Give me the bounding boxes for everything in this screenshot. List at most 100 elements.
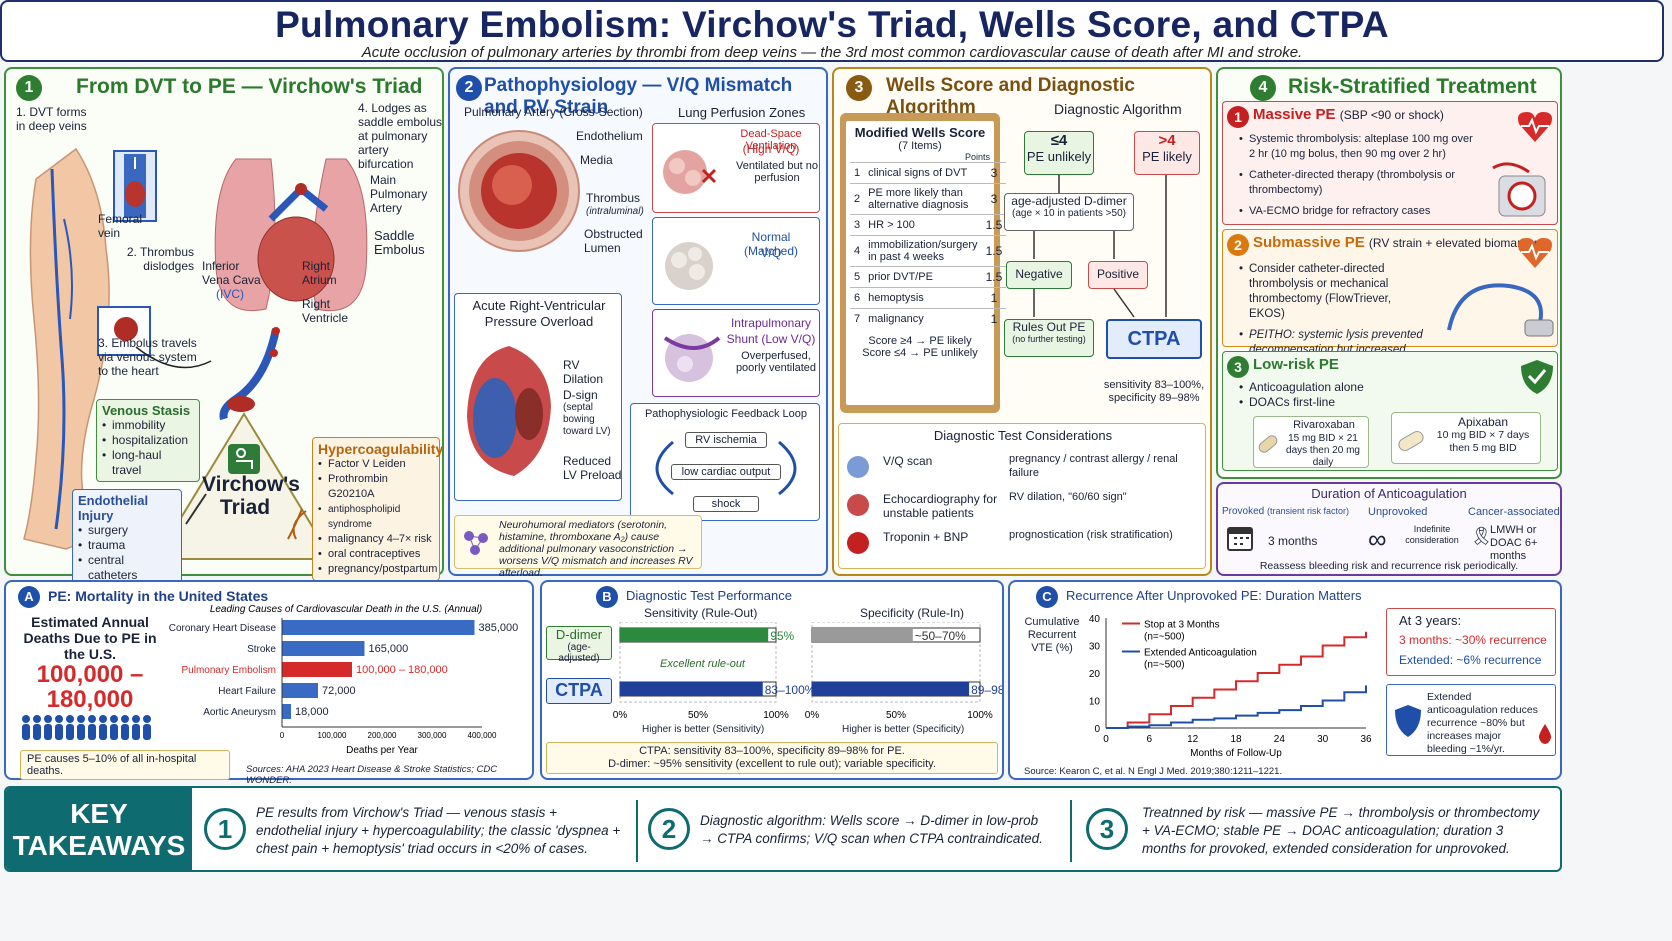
list-item: Prothrombin G20210A bbox=[318, 472, 434, 502]
item-points: 1 bbox=[981, 308, 1007, 329]
infinity-icon: ∞ bbox=[1368, 524, 1387, 554]
in-hospital-note: PE causes 5–10% of all in-hospital death… bbox=[20, 750, 230, 780]
value-label: 89–98% bbox=[971, 683, 1002, 697]
legend-sub: (n=~500) bbox=[1144, 660, 1185, 671]
tick-label: 0 bbox=[280, 731, 285, 740]
page-title: Pulmonary Embolism: Virchow's Triad, Wel… bbox=[275, 4, 1389, 45]
higher-better-sens: Higher is better (Sensitivity) bbox=[642, 724, 765, 735]
wells-card-sub: (7 Items) bbox=[898, 140, 942, 152]
massive-title: Massive PE (SBP <90 or shock) bbox=[1253, 106, 1444, 123]
value-label: 83–100% bbox=[765, 683, 816, 697]
submassive-title-text: Submassive PE bbox=[1253, 234, 1365, 251]
wells-le4-sub: PE unlikely bbox=[1026, 149, 1092, 164]
panel-virchow: 1 From DVT to PE — Virchow's Triad 1. DV… bbox=[4, 67, 444, 587]
ddimer-sub: (age-adjusted) bbox=[558, 642, 600, 664]
item-number: 3 bbox=[850, 214, 865, 236]
endothelium-label: Endothelium bbox=[576, 129, 643, 143]
test-detail: pregnancy / contrast allergy / renal fai… bbox=[1009, 453, 1178, 479]
provoked-title: Provoked (transient risk factor) bbox=[1222, 506, 1349, 517]
test-detail: prognostication (risk stratification) bbox=[1009, 529, 1173, 541]
item-number: 5 bbox=[850, 266, 865, 288]
three-year-box: At 3 years: 3 months: ~30% recurrence Ex… bbox=[1386, 608, 1556, 676]
feedback-loop-box: Pathophysiologic Feedback Loop RV ischem… bbox=[630, 403, 820, 521]
value-label: ~50–70% bbox=[915, 629, 966, 643]
shield-check-icon bbox=[1521, 360, 1553, 394]
hypercoagulability-list: Factor V Leiden Prothrombin G20210A anti… bbox=[318, 457, 437, 577]
zone-normal: Normal (Matched) V/Q bbox=[652, 217, 820, 305]
pa-title: Pulmonary Artery (Cross-Section) bbox=[464, 105, 643, 119]
negative-box: Negative bbox=[1006, 261, 1072, 289]
person-icon bbox=[22, 715, 30, 740]
ddimer-sub: (age × 10 in patients >50) bbox=[1012, 208, 1126, 219]
tick-label: 0 bbox=[1103, 734, 1109, 745]
cancer-value: LMWH or DOAC 6+ months bbox=[1490, 524, 1538, 562]
takeaway-number: 3 bbox=[1086, 808, 1128, 850]
item-points: 1 bbox=[981, 287, 1007, 309]
item-points: 1.5 bbox=[981, 235, 1007, 267]
extended-label: Extended: bbox=[1399, 653, 1454, 667]
endothelial-injury-title: Endothelial Injury bbox=[78, 493, 149, 523]
massive-number-icon: 1 bbox=[1227, 106, 1249, 128]
obstructed-lumen-label: Obstructed Lumen bbox=[584, 227, 643, 255]
legend-label: Extended Anticoagulation bbox=[1144, 648, 1257, 659]
panel-number: 3 bbox=[846, 75, 872, 101]
higher-better-spec: Higher is better (Specificity) bbox=[842, 724, 965, 735]
venous-stasis-list: immobility hospitalization long-haul tra… bbox=[102, 418, 194, 478]
tick-label: 20 bbox=[1089, 669, 1101, 680]
extended-note-box: Extended anticoagulation reduces recurre… bbox=[1386, 684, 1556, 756]
takeaway-text: Treatnned by risk — massive PE → thrombo… bbox=[1142, 805, 1540, 856]
rivaroxaban-dose: 15 mg BID × 21 days then 20 mg daily bbox=[1286, 433, 1360, 468]
test-icon bbox=[847, 494, 869, 516]
wells-card-title: Modified Wells Score bbox=[854, 125, 986, 140]
neurohumoral-text: Neurohumoral mediators (serotonin, hista… bbox=[499, 519, 693, 579]
pa-sub-text: (Cross-Section) bbox=[559, 105, 643, 119]
person-icon bbox=[143, 715, 151, 740]
estimated-deaths-label: Estimated Annual Deaths Due to PE in the… bbox=[23, 614, 157, 662]
tick-label: 100,000 bbox=[318, 731, 347, 740]
bar bbox=[282, 662, 352, 677]
test-icon bbox=[847, 532, 869, 554]
chart-title: Leading Causes of Cardiovascular Death i… bbox=[210, 604, 482, 615]
panel-number: 4 bbox=[1250, 75, 1276, 101]
apixaban-card: Apixaban 10 mg BID × 7 days then 5 mg BI… bbox=[1391, 412, 1541, 464]
legend-label: Stop at 3 Months bbox=[1144, 620, 1220, 631]
cancer-label: Cancer-associated bbox=[1468, 506, 1560, 518]
test-icon bbox=[847, 456, 869, 478]
recurrence-source: Source: Kearon C, et al. N Engl J Med. 2… bbox=[1024, 766, 1283, 777]
massive-title-text: Massive PE bbox=[1253, 106, 1336, 123]
person-icon bbox=[55, 715, 63, 740]
panel-wells: 3 Wells Score and Diagnostic Algorithm M… bbox=[832, 67, 1212, 576]
test-name: Troponin + BNP bbox=[883, 530, 969, 544]
rv-overload-box: Acute Right-Ventricular Pressure Overloa… bbox=[454, 293, 622, 501]
item-number: 6 bbox=[850, 287, 865, 309]
specificity-header: Specificity (Rule-In) bbox=[860, 606, 965, 620]
unprovoked-label: Unprovoked bbox=[1368, 506, 1428, 518]
panel-frame bbox=[619, 622, 777, 703]
extended-note: Extended anticoagulation reduces recurre… bbox=[1427, 691, 1538, 755]
blood-drop-icon bbox=[1538, 724, 1552, 744]
apixaban-name: Apixaban bbox=[1457, 415, 1509, 429]
step-1-label: 1. DVT forms in deep veins bbox=[16, 105, 87, 133]
tick-label: 12 bbox=[1187, 734, 1199, 745]
tick-label: 10 bbox=[1089, 697, 1101, 708]
person-icon bbox=[66, 715, 74, 740]
person-icon bbox=[77, 715, 85, 740]
list-item: Catheter-directed therapy (thrombolysis … bbox=[1239, 168, 1479, 198]
value-label: 18,000 bbox=[295, 706, 329, 718]
zone2-title: Normal (Matched) bbox=[743, 230, 799, 258]
molecule-icon bbox=[464, 531, 488, 555]
tick-label: 36 bbox=[1360, 734, 1372, 745]
zones-title: Lung Perfusion Zones bbox=[678, 105, 806, 120]
category-label: Stroke bbox=[247, 644, 276, 655]
three-months-value: ~30% recurrence bbox=[1455, 633, 1547, 647]
tick-label: 30 bbox=[1317, 734, 1329, 745]
tick-label: 40 bbox=[1089, 614, 1101, 625]
mortality-bar-chart: Leading Causes of Cardiovascular Death i… bbox=[169, 604, 519, 756]
series-line bbox=[1106, 685, 1367, 729]
tick-label: 0% bbox=[805, 710, 820, 721]
